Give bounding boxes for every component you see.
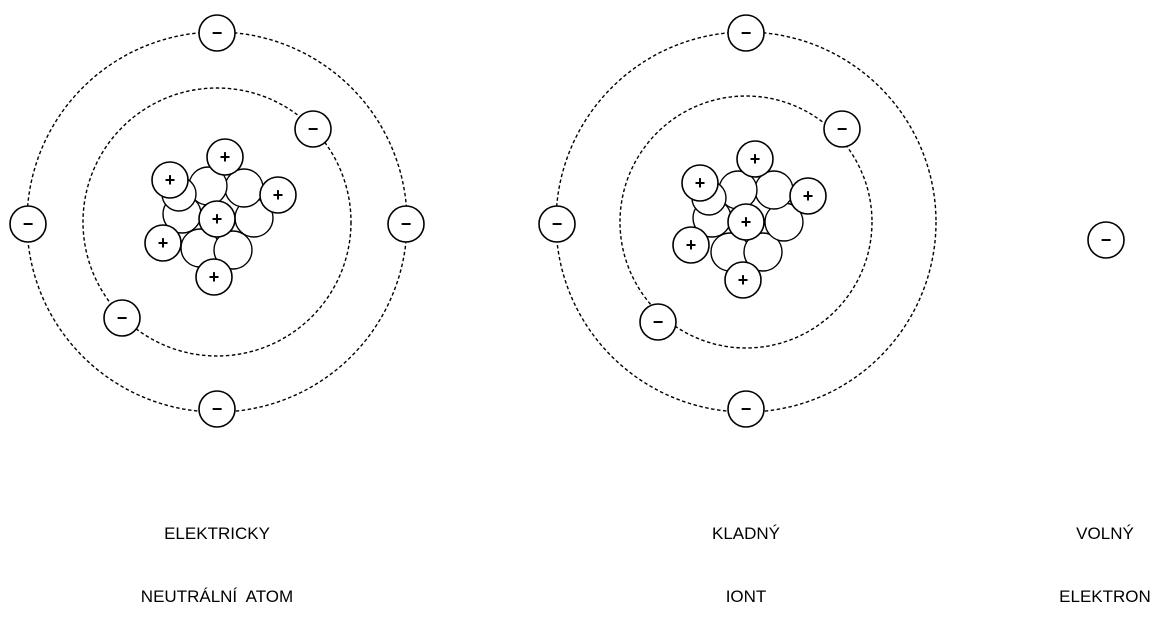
nucleus: + + + + + + — [672, 140, 827, 299]
proton: + — [789, 177, 827, 215]
svg-text:−: − — [212, 399, 223, 419]
svg-text:+: + — [158, 233, 169, 253]
caption-line: KLADNÝ — [711, 524, 781, 543]
svg-text:+: + — [750, 149, 761, 169]
diagram-canvas: + + + + + + − − − — [9, 14, 1125, 428]
caption-free-electron: VOLNÝ ELEKTRON — [1046, 481, 1164, 628]
electron: − — [823, 110, 861, 148]
svg-text:+: + — [212, 209, 223, 229]
svg-text:−: − — [1101, 230, 1112, 250]
inner-orbit — [82, 87, 352, 357]
svg-text:+: + — [273, 185, 284, 205]
proton: + — [727, 203, 765, 241]
svg-text:−: − — [212, 23, 223, 43]
proton: + — [144, 224, 182, 262]
svg-text:−: − — [23, 214, 34, 234]
proton: + — [151, 161, 189, 199]
svg-text:−: − — [401, 214, 412, 234]
neutral-atom: + + + + + + − − − — [9, 14, 425, 428]
neutron — [213, 230, 253, 270]
caption-line: NEUTRÁLNÍ ATOM — [140, 587, 294, 606]
proton: + — [198, 200, 236, 238]
proton: + — [259, 176, 297, 214]
svg-text:−: − — [117, 308, 128, 328]
free-electron: − — [1087, 221, 1125, 259]
proton: + — [681, 164, 719, 202]
caption-line: ELEKTRICKY — [164, 524, 270, 543]
svg-text:+: + — [695, 173, 706, 193]
electron: − — [198, 390, 236, 428]
electron: − — [727, 390, 765, 428]
svg-text:−: − — [308, 119, 319, 139]
caption-positive-ion: KLADNÝ IONT — [666, 481, 826, 628]
svg-text:+: + — [738, 270, 749, 290]
proton: + — [206, 138, 244, 176]
neutron — [743, 232, 783, 272]
svg-text:+: + — [686, 235, 697, 255]
positive-ion: + + + + + + − − − — [538, 14, 937, 428]
electron: − — [538, 205, 576, 243]
electron: − — [727, 14, 765, 52]
caption-line: IONT — [725, 587, 767, 606]
proton: + — [195, 258, 233, 296]
electron: − — [294, 110, 332, 148]
caption-neutral-atom: ELEKTRICKY NEUTRÁLNÍ ATOM — [117, 481, 317, 628]
svg-text:+: + — [220, 147, 231, 167]
electron: − — [639, 303, 677, 341]
proton: + — [724, 261, 762, 299]
proton: + — [736, 140, 774, 178]
svg-text:−: − — [741, 23, 752, 43]
svg-text:+: + — [165, 170, 176, 190]
electron: − — [103, 299, 141, 337]
svg-text:+: + — [803, 186, 814, 206]
svg-text:−: − — [837, 119, 848, 139]
electron: − — [198, 14, 236, 52]
caption-line: ELEKTRON — [1059, 587, 1151, 606]
inner-orbit — [619, 95, 873, 349]
nucleus: + + + + + + — [144, 138, 297, 296]
electron: − — [9, 205, 47, 243]
svg-text:+: + — [741, 212, 752, 232]
svg-text:−: − — [653, 312, 664, 332]
svg-text:−: − — [741, 399, 752, 419]
svg-text:+: + — [209, 267, 220, 287]
electron: − — [387, 205, 425, 243]
svg-text:−: − — [552, 214, 563, 234]
proton: + — [672, 226, 710, 264]
caption-line: VOLNÝ — [1076, 524, 1134, 543]
